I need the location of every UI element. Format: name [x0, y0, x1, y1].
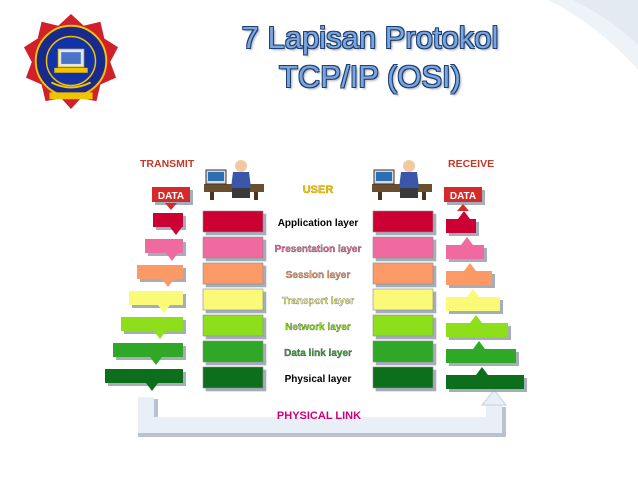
- receive-arrow-body: [446, 323, 508, 337]
- receive-arrow-body: [446, 245, 484, 259]
- transmit-arrow-head: [146, 383, 158, 391]
- transmit-arrow-body: [153, 213, 183, 227]
- layer-row-session-layer: Session layer: [137, 262, 492, 287]
- layer-block-right: [372, 236, 434, 259]
- layer-label: Presentation layer: [275, 244, 362, 255]
- data-box-receive: DATA: [444, 187, 482, 202]
- layer-label: Transport layer: [282, 296, 354, 307]
- transmit-arrow-head: [150, 357, 162, 365]
- user-label: USER: [303, 184, 334, 196]
- layer-block-left: [202, 314, 264, 337]
- receive-arrow-body: [446, 271, 492, 285]
- transmit-arrow-body: [121, 317, 183, 331]
- corner-decoration: [548, 0, 638, 70]
- transmit-label: TRANSMIT: [140, 158, 195, 170]
- layer-block-right: [372, 340, 434, 363]
- transmit-data-arrow: [165, 203, 177, 210]
- slide-title: 7 Lapisan Protokol TCP/IP (OSI): [180, 18, 560, 96]
- layer-block-left: [202, 236, 264, 259]
- transmit-arrow-head: [166, 253, 178, 261]
- transmit-arrow-body: [113, 343, 183, 357]
- receive-arrow-body: [446, 219, 476, 233]
- school-logo: [23, 13, 119, 110]
- data-label-receive: DATA: [450, 191, 476, 202]
- layer-row-network-layer: Network layer: [121, 314, 508, 339]
- layer-label: Application layer: [278, 218, 359, 229]
- layer-label: Network layer: [285, 322, 351, 333]
- layer-row-application-layer: Application layer: [153, 210, 476, 235]
- receive-arrow-body: [446, 349, 516, 363]
- slide-title-line1: 7 Lapisan Protokol: [241, 20, 499, 55]
- layer-block-left: [202, 366, 264, 389]
- layer-block-right: [372, 314, 434, 337]
- receive-arrow-head: [473, 341, 485, 349]
- data-label-transmit: DATA: [158, 191, 184, 202]
- layer-label: Session layer: [286, 270, 351, 281]
- receive-arrow-head: [467, 289, 479, 297]
- layer-row-presentation-layer: Presentation layer: [145, 236, 484, 261]
- physical-link-label: PHYSICAL LINK: [277, 410, 361, 422]
- receive-data-arrow: [457, 204, 469, 211]
- receive-arrow-body: [446, 375, 524, 389]
- physical-link: PHYSICAL LINK: [138, 389, 508, 437]
- receive-arrow-head: [464, 263, 476, 271]
- slide-title-line2: TCP/IP (OSI): [278, 59, 461, 94]
- data-box-transmit: DATA: [152, 187, 190, 202]
- receive-arrow-head: [461, 237, 473, 245]
- receive-arrow-head: [476, 367, 488, 375]
- transmit-arrow-head: [162, 279, 174, 287]
- layer-row-transport-layer: Transport layer: [129, 288, 500, 313]
- transmit-arrow-body: [105, 369, 183, 383]
- layer-row-physical-layer: Physical layer: [105, 366, 524, 391]
- layer-block-left: [202, 210, 264, 233]
- transmit-arrow-body: [145, 239, 183, 253]
- transmit-arrow-body: [137, 265, 183, 279]
- transmit-arrow-head: [158, 305, 170, 313]
- receive-label: RECEIVE: [448, 158, 494, 170]
- receive-arrow-body: [446, 297, 500, 311]
- layer-label: Data link layer: [284, 348, 352, 359]
- layer-label: Physical layer: [285, 374, 352, 385]
- transmit-arrow-head: [154, 331, 166, 339]
- user-computer-icon-left: [204, 160, 264, 200]
- layer-block-right: [372, 262, 434, 285]
- transmit-arrow-head: [170, 227, 182, 235]
- layer-block-right: [372, 288, 434, 311]
- layer-block-left: [202, 288, 264, 311]
- layer-block-right: [372, 366, 434, 389]
- user-computer-icon-right: [372, 160, 432, 200]
- layer-row-data-link-layer: Data link layer: [113, 340, 516, 365]
- layer-block-left: [202, 262, 264, 285]
- layer-block-left: [202, 340, 264, 363]
- receive-arrow-head: [458, 211, 470, 219]
- receive-arrow-head: [470, 315, 482, 323]
- layer-block-right: [372, 210, 434, 233]
- transmit-arrow-body: [129, 291, 183, 305]
